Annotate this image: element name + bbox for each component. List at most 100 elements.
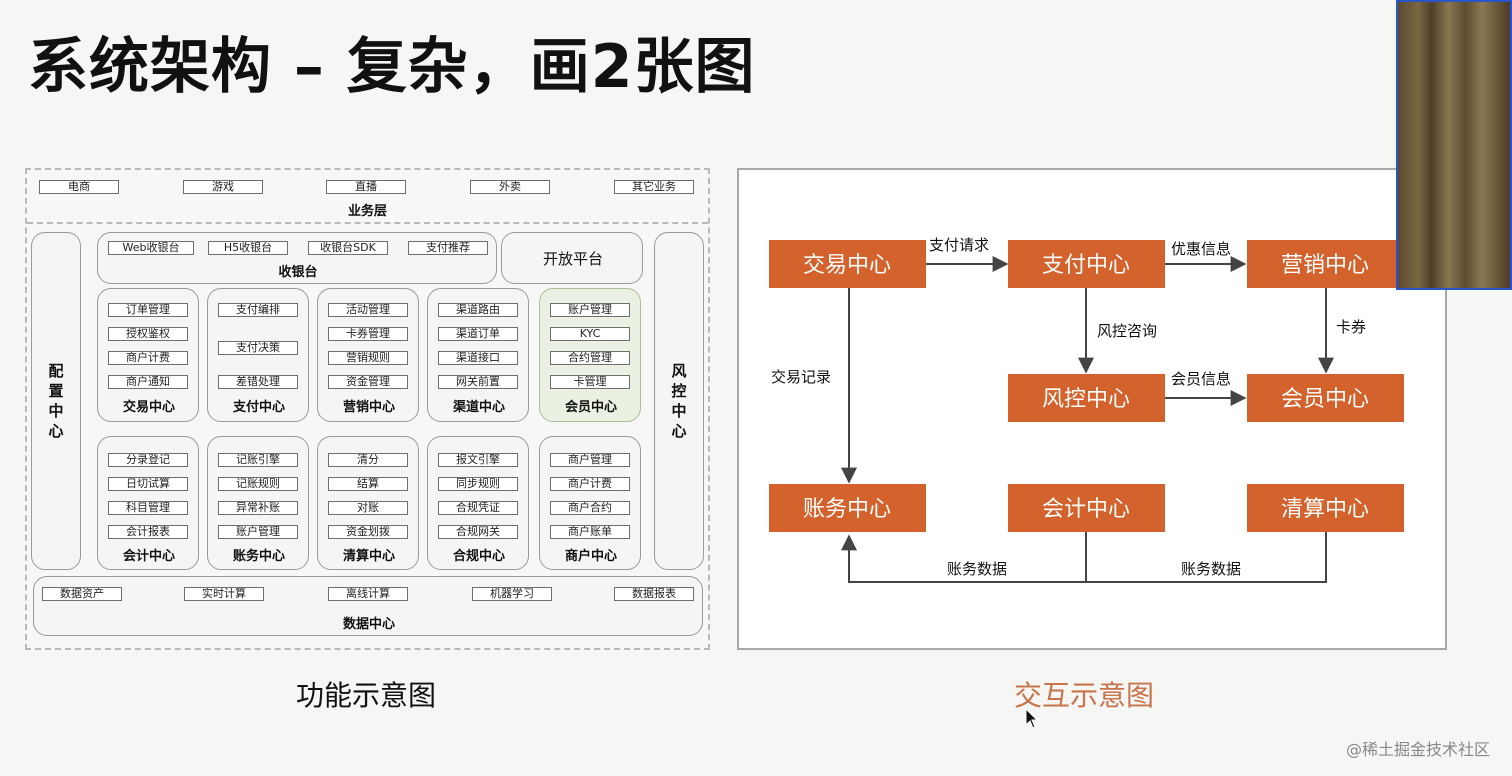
open-platform: 开放平台 <box>501 232 643 284</box>
data-center: 数据资产 实时计算 离线计算 机器学习 数据报表 数据中心 <box>33 576 703 636</box>
center-group: 支付编排 支付决策 差错处理 支付中心 <box>207 288 309 422</box>
edge-label: 卡券 <box>1336 318 1366 336</box>
center-item: 营销规则 <box>328 351 408 365</box>
node-label: 会员中心 <box>1281 387 1369 412</box>
center-item: 商户合约 <box>550 501 630 515</box>
center-item: 资金划拨 <box>328 525 408 539</box>
center-item: 账户管理 <box>550 303 630 317</box>
node-label: 风控中心 <box>1042 387 1130 412</box>
node-payment-center: 支付中心 <box>1008 240 1165 288</box>
center-item: 授权鉴权 <box>108 327 188 341</box>
node-member-center: 会员中心 <box>1247 374 1404 422</box>
interaction-diagram: 支付请求 优惠信息 风控咨询 卡券 会员信息 交易记录 账务数据 账务数据 交易… <box>737 168 1447 650</box>
watermark: @稀土掘金技术社区 <box>1345 740 1490 759</box>
center-item: 商户管理 <box>550 453 630 467</box>
business-item: 其它业务 <box>614 180 694 194</box>
center-group: 分录登记 日切试算 科目管理 会计报表 会计中心 <box>97 436 199 570</box>
center-label: 账务中心 <box>232 549 285 564</box>
center-item: 商户计费 <box>550 477 630 491</box>
edge-label: 风控咨询 <box>1097 322 1157 340</box>
webcam-overlay[interactable] <box>1396 0 1512 290</box>
center-item: 合规网关 <box>438 525 518 539</box>
center-item: 记账规则 <box>218 477 298 491</box>
center-item: 合规凭证 <box>438 501 518 515</box>
center-item: KYC <box>550 327 630 341</box>
node-account-center: 账务中心 <box>769 484 926 532</box>
center-item: 对账 <box>328 501 408 515</box>
center-group: 渠道路由 渠道订单 渠道接口 网关前置 渠道中心 <box>427 288 529 422</box>
node-label: 会计中心 <box>1042 497 1130 522</box>
center-item: 差错处理 <box>218 375 298 389</box>
center-item: 记账引擎 <box>218 453 298 467</box>
center-label: 渠道中心 <box>452 400 505 415</box>
center-label: 交易中心 <box>122 400 175 415</box>
center-group: 商户管理 商户计费 商户合约 商户账单 商户中心 <box>539 436 641 570</box>
center-label: 会计中心 <box>122 549 175 564</box>
center-label: 商户中心 <box>564 549 617 564</box>
edge-label: 支付请求 <box>929 236 989 254</box>
node-label: 账务中心 <box>803 497 891 522</box>
data-item: 离线计算 <box>328 587 408 601</box>
node-marketing-center: 营销中心 <box>1247 240 1404 288</box>
cashier-label: 收银台 <box>278 265 318 280</box>
edge-label: 优惠信息 <box>1171 240 1231 258</box>
data-center-label: 数据中心 <box>342 617 395 632</box>
center-item: 渠道接口 <box>438 351 518 365</box>
center-group: 订单管理 授权鉴权 商户计费 商户通知 交易中心 <box>97 288 199 422</box>
center-item: 合约管理 <box>550 351 630 365</box>
cashier-item: 支付推荐 <box>408 241 488 255</box>
business-layer-label: 业务层 <box>347 204 387 219</box>
center-item: 网关前置 <box>438 375 518 389</box>
center-item: 结算 <box>328 477 408 491</box>
center-item: 清分 <box>328 453 408 467</box>
business-layer: 电商 游戏 直播 外卖 其它业务 业务层 <box>29 172 706 219</box>
node-label: 交易中心 <box>803 253 891 278</box>
center-item: 商户计费 <box>108 351 188 365</box>
data-item: 机器学习 <box>472 587 552 601</box>
node-clearing-center: 清算中心 <box>1247 484 1404 532</box>
cashier-item: Web收银台 <box>108 241 194 255</box>
center-item: 账户管理 <box>218 525 298 539</box>
center-item: 渠道订单 <box>438 327 518 341</box>
config-center-label: 配置中心 <box>48 362 64 440</box>
business-item: 电商 <box>39 180 119 194</box>
center-item: 卡管理 <box>550 375 630 389</box>
center-item: 支付决策 <box>218 341 298 355</box>
edge-label: 交易记录 <box>771 368 831 386</box>
center-item: 日切试算 <box>108 477 188 491</box>
center-label: 支付中心 <box>232 400 285 415</box>
functional-diagram: 电商 游戏 直播 外卖 其它业务 业务层 配置中心 风控中心 Web收银台 H5… <box>25 168 710 650</box>
risk-center: 风控中心 <box>654 232 704 570</box>
config-center: 配置中心 <box>31 232 81 570</box>
interaction-caption: 交互示意图 <box>1013 679 1154 712</box>
node-label: 支付中心 <box>1042 253 1130 278</box>
center-item: 支付编排 <box>218 303 298 317</box>
center-group: 报文引擎 同步规则 合规凭证 合规网关 合规中心 <box>427 436 529 570</box>
mouse-cursor-icon <box>1025 708 1039 729</box>
data-item: 数据资产 <box>42 587 122 601</box>
center-label: 营销中心 <box>342 400 395 415</box>
data-item: 实时计算 <box>184 587 264 601</box>
layer-divider <box>27 222 708 224</box>
slide-title: 系统架构 – 复杂，画2张图 <box>28 32 756 102</box>
node-label: 营销中心 <box>1281 253 1369 278</box>
business-item: 游戏 <box>183 180 263 194</box>
center-group: 清分 结算 对账 资金划拨 清算中心 <box>317 436 419 570</box>
cashier-item: 收银台SDK <box>308 241 388 255</box>
edge-label: 账务数据 <box>1181 560 1241 578</box>
open-platform-label: 开放平台 <box>542 250 603 268</box>
data-item: 数据报表 <box>614 587 694 601</box>
center-item: 科目管理 <box>108 501 188 515</box>
cashier-region: Web收银台 H5收银台 收银台SDK 支付推荐 收银台 <box>97 232 497 284</box>
center-item: 同步规则 <box>438 477 518 491</box>
center-group: 活动管理 卡券管理 营销规则 资金管理 营销中心 <box>317 288 419 422</box>
center-item: 订单管理 <box>108 303 188 317</box>
edge-label: 会员信息 <box>1171 370 1231 388</box>
center-item: 活动管理 <box>328 303 408 317</box>
business-item: 外卖 <box>470 180 550 194</box>
center-group: 记账引擎 记账规则 异常补账 账户管理 账务中心 <box>207 436 309 570</box>
cashier-item: H5收银台 <box>208 241 288 255</box>
center-item: 资金管理 <box>328 375 408 389</box>
edge-clearing-account <box>841 532 1327 583</box>
center-item: 商户账单 <box>550 525 630 539</box>
